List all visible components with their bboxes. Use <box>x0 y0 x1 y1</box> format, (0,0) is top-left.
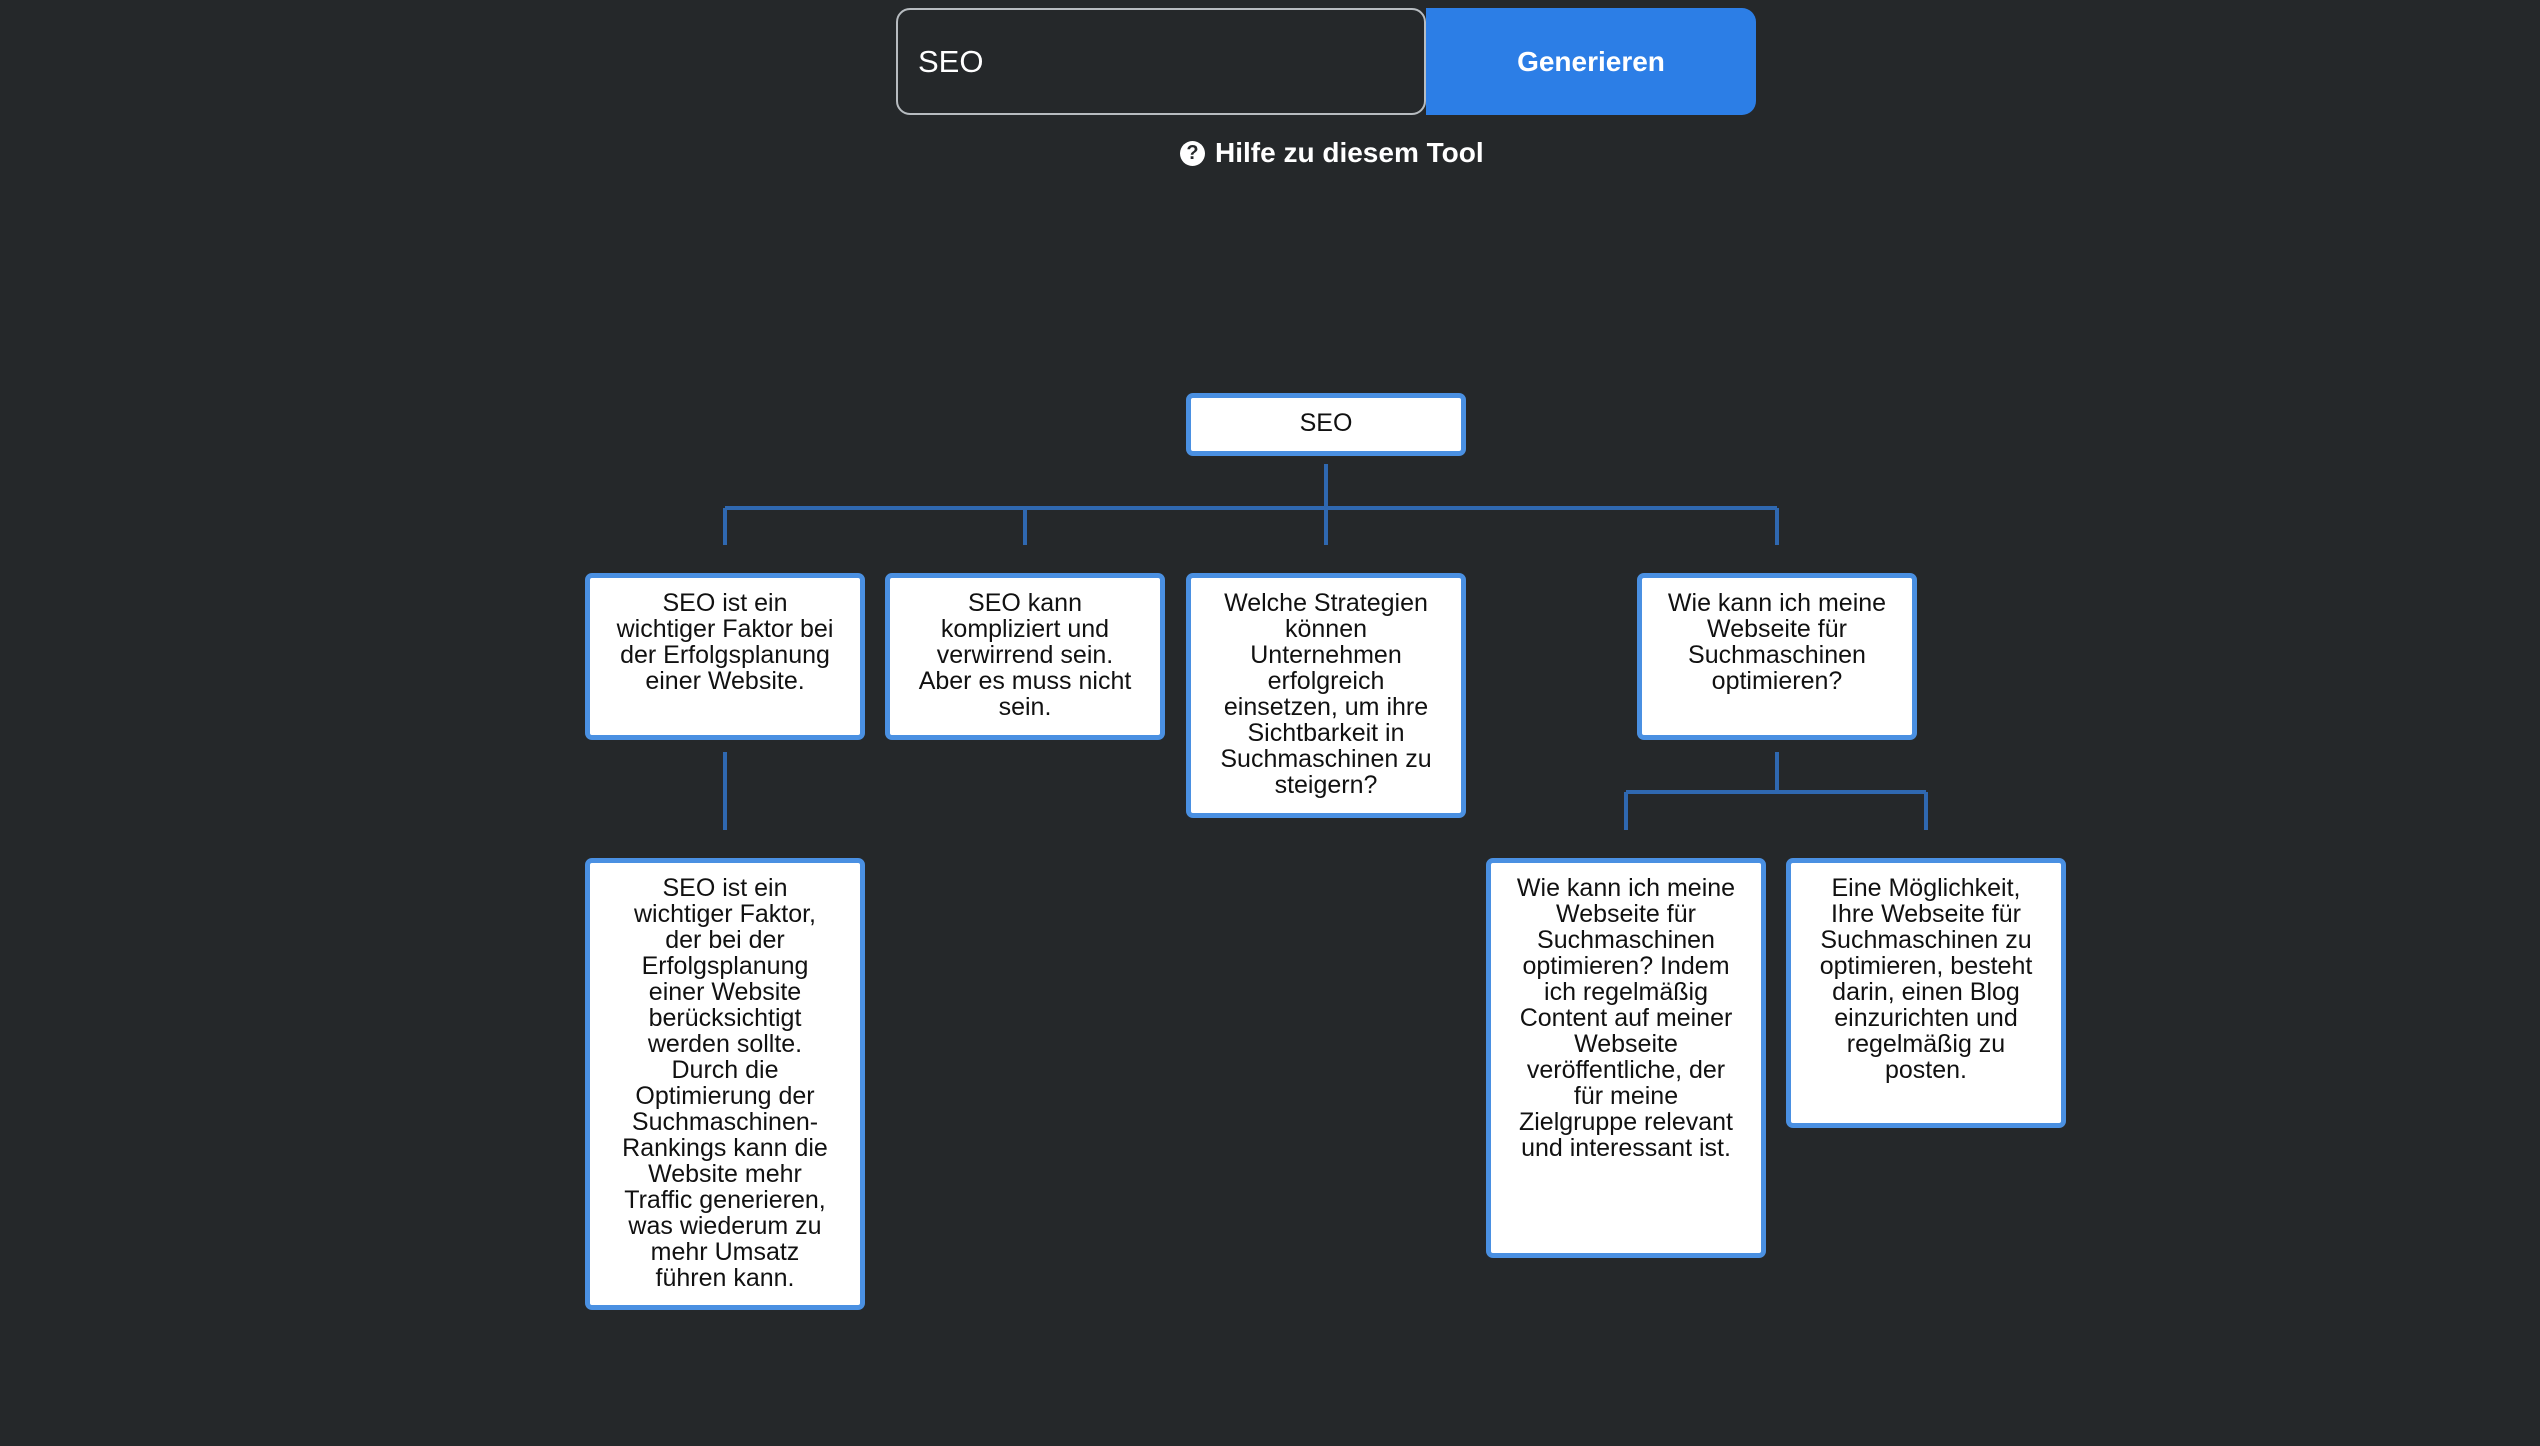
help-circle-icon: ? <box>1180 140 1205 166</box>
tree-node-root: SEO <box>1186 393 1466 456</box>
tree-node-grandchild-4a: Wie kann ich meine Webseite für Suchmasc… <box>1486 858 1766 1258</box>
topic-input[interactable] <box>896 8 1426 115</box>
tree-node-child-1: SEO ist ein wichtiger Faktor bei der Erf… <box>585 573 865 740</box>
tree-node-grandchild-4b: Eine Möglichkeit, Ihre Webseite für Such… <box>1786 858 2066 1128</box>
tree-node-child-3: Welche Strategien können Unternehmen erf… <box>1186 573 1466 818</box>
tree-node-child-2: SEO kann kompliziert und verwirrend sein… <box>885 573 1165 740</box>
generate-button[interactable]: Generieren <box>1426 8 1756 115</box>
help-label: Hilfe zu diesem Tool <box>1215 137 1484 168</box>
tree-node-child-4: Wie kann ich meine Webseite für Suchmasc… <box>1637 573 1917 740</box>
tree-node-grandchild-1a: SEO ist ein wichtiger Faktor, der bei de… <box>585 858 865 1310</box>
help-link[interactable]: ? Hilfe zu diesem Tool <box>1180 135 1484 171</box>
